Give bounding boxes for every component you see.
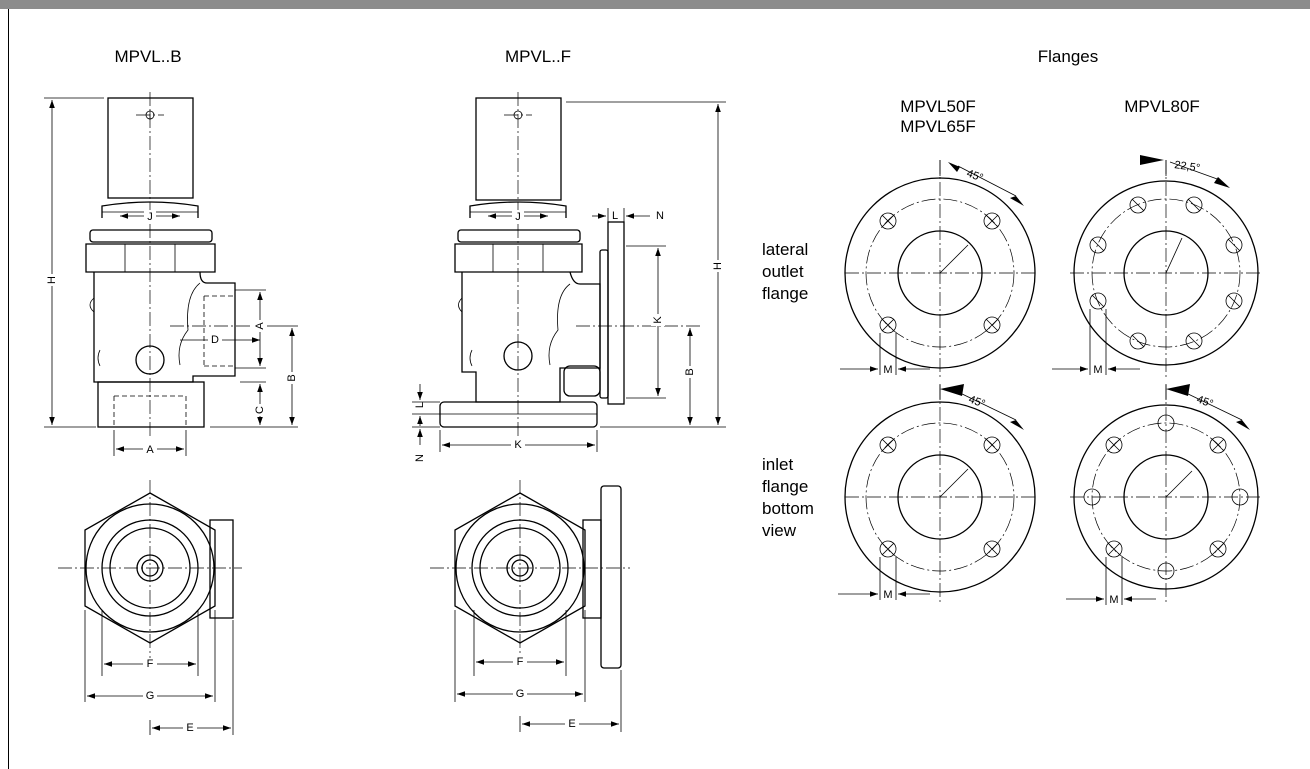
row2-label-line1: inlet	[762, 455, 793, 474]
mpvl-f-front-view: H J L N K B L N K	[412, 92, 726, 462]
dim-f-b: F	[147, 658, 154, 670]
flange-mpvl50f-lateral: 45° M	[840, 160, 1036, 378]
dim-k-vert-f: K	[652, 316, 664, 324]
mpvl-b-title: MPVL..B	[114, 47, 181, 66]
angle-45-f1: 45°	[965, 168, 985, 185]
mpvl-f-top-view: F G E	[430, 480, 630, 732]
dim-e-f: E	[568, 718, 575, 730]
dim-h-f: H	[712, 262, 724, 270]
dim-n-top-f: N	[656, 210, 664, 222]
flange-col2-title: MPVL80F	[1124, 97, 1200, 116]
dim-l-left-f: L	[414, 402, 426, 408]
angle-45-f4: 45°	[1195, 394, 1215, 411]
dim-f-f: F	[517, 656, 524, 668]
dim-m-f2: M	[1093, 364, 1102, 376]
mpvl-b-top-view: F G E	[58, 480, 242, 735]
dim-c-b: C	[254, 406, 266, 414]
dim-a-side-b: A	[254, 322, 266, 330]
flange-mpvl80f-inlet: 45° M	[1066, 384, 1262, 606]
dim-m-f3: M	[883, 589, 892, 601]
flange-col1-line1: MPVL50F	[900, 97, 976, 116]
dim-a-bottom-b: A	[146, 444, 154, 456]
mpvl-f-title: MPVL..F	[505, 47, 571, 66]
dim-m-f4: M	[1109, 594, 1118, 606]
mpvl-b-front-view: H J D A B C A	[44, 92, 299, 456]
row1-label-line2: outlet	[762, 262, 804, 281]
drawing-frame	[8, 9, 1310, 769]
row1-label-line3: flange	[762, 284, 808, 303]
flange-col1-line2: MPVL65F	[900, 117, 976, 136]
flange-mpvl50f-inlet: 45° M	[838, 384, 1036, 602]
row2-label-line3: bottom	[762, 499, 814, 518]
row1-label-line1: lateral	[762, 240, 808, 259]
dim-g-b: G	[146, 690, 155, 702]
row2-label-line2: flange	[762, 477, 808, 496]
header-bar	[0, 0, 1310, 9]
dim-b-f: B	[684, 368, 696, 375]
dim-b-b: B	[286, 374, 298, 381]
dim-l-top-f: L	[612, 210, 618, 222]
dim-k-horiz-f: K	[514, 439, 522, 451]
flanges-title: Flanges	[1038, 47, 1098, 66]
dim-d-b: D	[211, 334, 219, 346]
dim-j-b: J	[147, 211, 153, 223]
flange-mpvl80f-lateral: 22,5° M	[1052, 155, 1262, 378]
angle-22-f2: 22,5°	[1174, 159, 1201, 174]
dim-g-f: G	[516, 688, 525, 700]
dim-j-f: J	[515, 211, 521, 223]
angle-45-f3: 45°	[967, 394, 987, 411]
dim-n-left-f: N	[414, 454, 426, 462]
row2-label-line4: view	[762, 521, 797, 540]
dim-m-f1: M	[883, 364, 892, 376]
dim-h-b: H	[46, 276, 58, 284]
dim-e-b: E	[186, 722, 193, 734]
